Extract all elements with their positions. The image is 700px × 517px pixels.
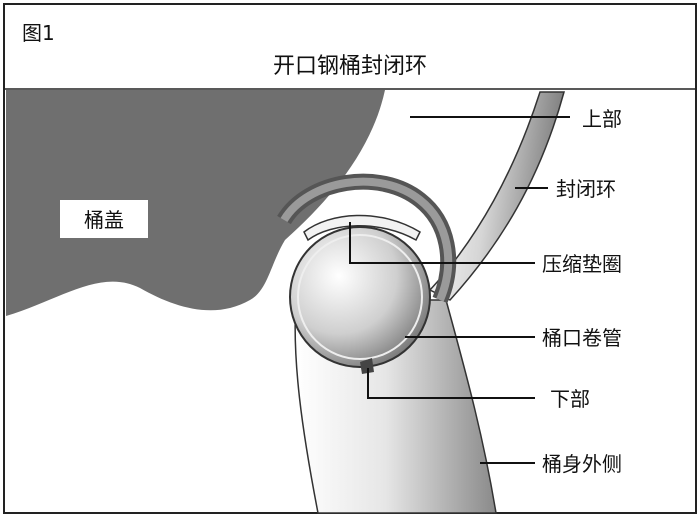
label-drum-body: 桶身外侧 [542, 452, 622, 476]
lower-lip-shape [360, 358, 374, 374]
lid-label-box [60, 200, 148, 238]
label-gasket: 压缩垫圈 [542, 252, 622, 276]
gasket-shape [303, 214, 421, 242]
figure-number: 图1 [22, 21, 55, 45]
leader-lower [367, 368, 535, 399]
label-upper: 上部 [582, 107, 622, 131]
curl-inner-rim [297, 234, 423, 360]
label-closing-ring: 封闭环 [556, 177, 616, 201]
closing-ring-shape [428, 91, 565, 301]
figure-title: 开口钢桶封闭环 [273, 54, 427, 79]
label-lower: 下部 [550, 387, 590, 411]
label-lid: 桶盖 [84, 208, 124, 232]
leader-gasket [349, 222, 535, 264]
closing-ring-arc-highlight [280, 177, 453, 302]
label-curl: 桶口卷管 [542, 326, 622, 350]
lid-shape [6, 90, 385, 316]
curl-circle [289, 226, 431, 368]
